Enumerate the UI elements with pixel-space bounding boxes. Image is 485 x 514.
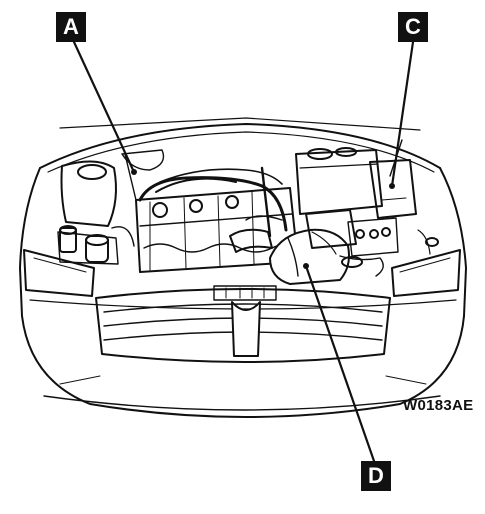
leader-dot-c	[389, 183, 395, 189]
callout-label-a: A	[56, 12, 86, 42]
air-cleaner-housing	[269, 228, 350, 285]
battery	[295, 147, 383, 215]
leader-line-a	[72, 40, 136, 174]
wiring-harness	[138, 166, 288, 238]
air-intake-duct	[229, 215, 283, 253]
right-headlight	[391, 249, 461, 297]
front-grille	[95, 285, 391, 363]
leader-lines	[72, 40, 415, 463]
callout-label-d: D	[361, 461, 391, 491]
hood-outline	[39, 117, 441, 173]
leader-line-d	[304, 264, 376, 463]
callout-label-c: C	[398, 12, 428, 42]
left-caps	[59, 225, 135, 263]
figure-code: W0183AE	[403, 397, 474, 414]
leader-dot-d	[303, 263, 309, 269]
front-bumper	[43, 375, 441, 411]
body-outline	[19, 167, 467, 418]
right-components	[305, 209, 439, 277]
leader-line-c	[390, 40, 415, 188]
leader-dot-a	[131, 169, 137, 175]
